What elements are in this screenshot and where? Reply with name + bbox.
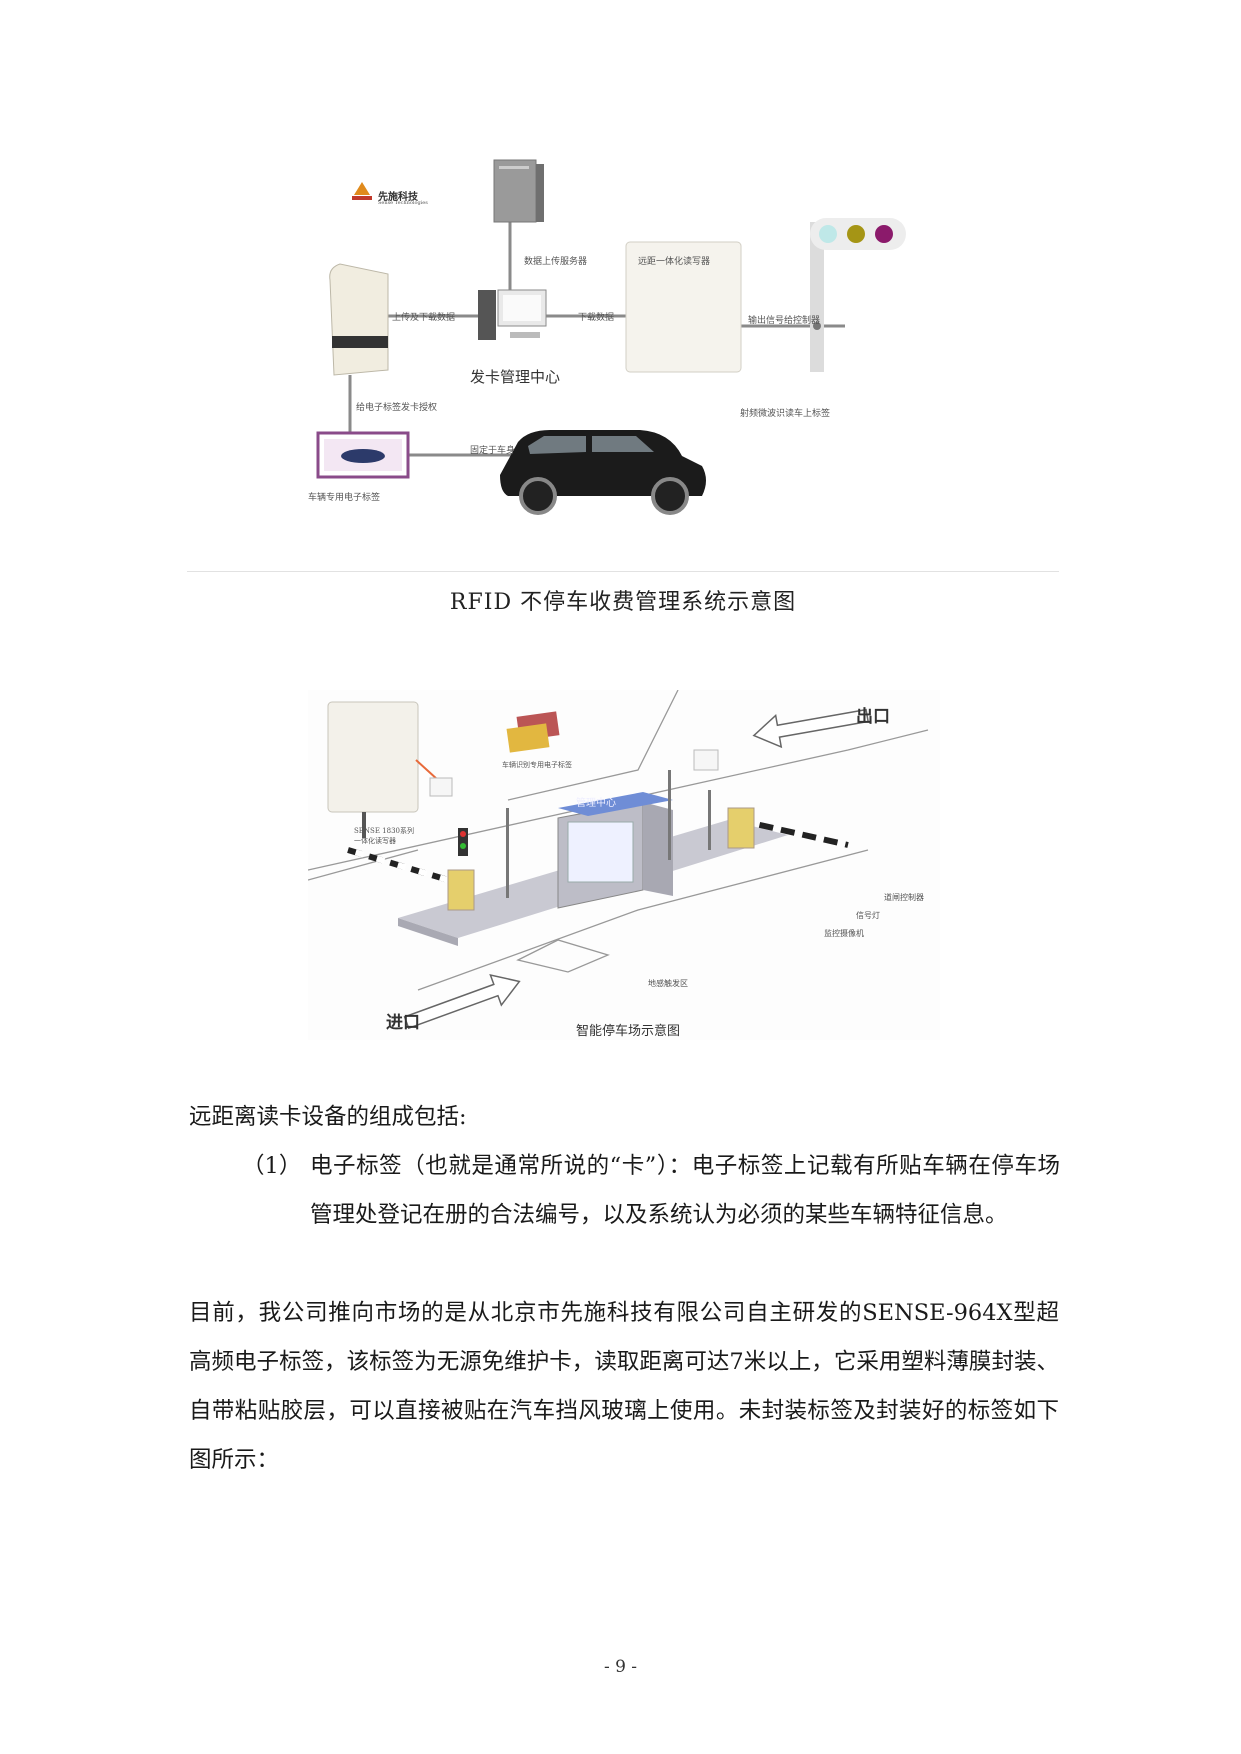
rfid-diagram-graphic <box>316 159 906 515</box>
figure-rfid-toll-system: 先施科技 Sense Technologies 数据上传服务器 远距一体化读写器… <box>300 150 920 540</box>
list-item-text: 电子标签（也就是通常所说的“卡”）：电子标签上记载有所贴车辆在停车场管理处登记在… <box>310 1153 1060 1228</box>
label-fixed-body: 固定于车身 <box>470 446 516 456</box>
figure-smart-parking: 出口 进口 车辆识别专用电子标签 SENSE 1830系列 一体化读写器 管理中… <box>307 689 940 1040</box>
label-camera: 监控摄像机 <box>824 929 864 938</box>
label-exit: 出口 <box>856 707 890 727</box>
label-management-booth: 管理中心 <box>576 798 616 809</box>
label-card-center: 发卡管理中心 <box>470 368 561 386</box>
figure-divider <box>187 571 1059 572</box>
label-signal-light: 信号灯 <box>856 911 880 920</box>
label-gate-controller: 道闸控制器 <box>884 893 924 902</box>
label-tag-issue: 给电子标签发卡授权 <box>356 403 438 413</box>
label-server: 数据上传服务器 <box>524 257 588 267</box>
label-reader-type: 一体化读写器 <box>354 837 396 845</box>
label-loop-area: 地感触发区 <box>648 979 688 988</box>
label-vehicle-cards: 车辆识别专用电子标签 <box>502 761 572 769</box>
label-upload-download: 上传及下载数据 <box>392 313 456 323</box>
figure2-caption: 智能停车场示意图 <box>576 1024 681 1039</box>
label-integrated-reader: 远距一体化读写器 <box>638 257 711 267</box>
intro-paragraph: 远距离读卡设备的组成包括: <box>189 1104 467 1130</box>
label-vehicle-tag: 车辆专用电子标签 <box>308 493 381 503</box>
page-number: - 9 - <box>603 1657 638 1677</box>
label-rf-read: 射频微波识读车上标签 <box>740 409 831 419</box>
list-item-number: （1） <box>242 1153 302 1179</box>
label-signal-output: 输出信号给控制器 <box>748 316 821 326</box>
logo-en-text: Sense Technologies <box>378 200 428 206</box>
figure1-caption: RFID 不停车收费管理系统示意图 <box>449 590 797 615</box>
label-download: 下载数据 <box>578 313 615 323</box>
car-graphic <box>500 430 706 515</box>
list-item: （1） 电子标签（也就是通常所说的“卡”）：电子标签上记载有所贴车辆在停车场管理… <box>242 1142 1060 1240</box>
parking-diagram-graphic <box>307 689 929 1030</box>
label-reader-model: SENSE 1830系列 <box>354 827 414 835</box>
logo-mark-icon <box>354 182 370 195</box>
main-paragraph: 目前，我公司推向市场的是从北京市先施科技有限公司自主研发的SENSE-964X型… <box>189 1300 1059 1473</box>
label-entry: 进口 <box>386 1013 420 1033</box>
logo-cn-text: 先施科技 <box>378 192 418 203</box>
